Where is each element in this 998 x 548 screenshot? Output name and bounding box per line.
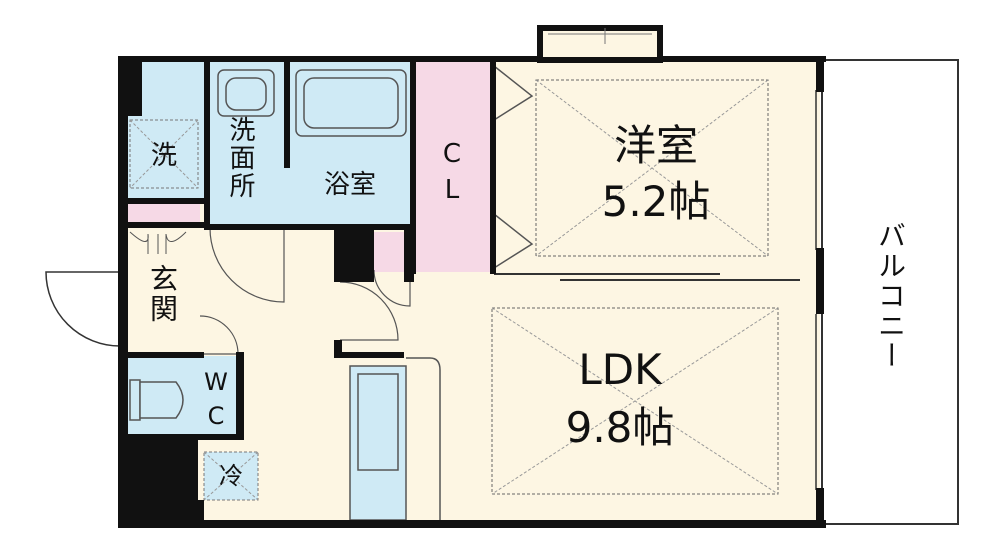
closet-area (414, 60, 492, 272)
western-room-size: 5.2帖 (601, 177, 711, 226)
fridge-label: 冷 (219, 462, 243, 490)
toilet-label-c: C (207, 402, 225, 430)
closet-label-l: L (444, 175, 460, 205)
western-room-name: 洋室 (613, 121, 699, 170)
balcony-area (821, 59, 959, 525)
balcony-label: バルコニー (874, 221, 907, 371)
toilet-label-w: W (204, 368, 228, 396)
ldk-name: LDK (578, 345, 662, 394)
walls (118, 56, 826, 528)
bay-window-area (537, 25, 663, 63)
bath-label: 浴室 (323, 170, 377, 200)
washroom-label: 洗面所 (225, 116, 255, 200)
entrance-label: 玄関 (146, 264, 179, 324)
closet-label-c: C (442, 139, 462, 169)
ldk-size: 9.8帖 (565, 403, 675, 452)
laundry-label: 洗 (150, 141, 178, 171)
